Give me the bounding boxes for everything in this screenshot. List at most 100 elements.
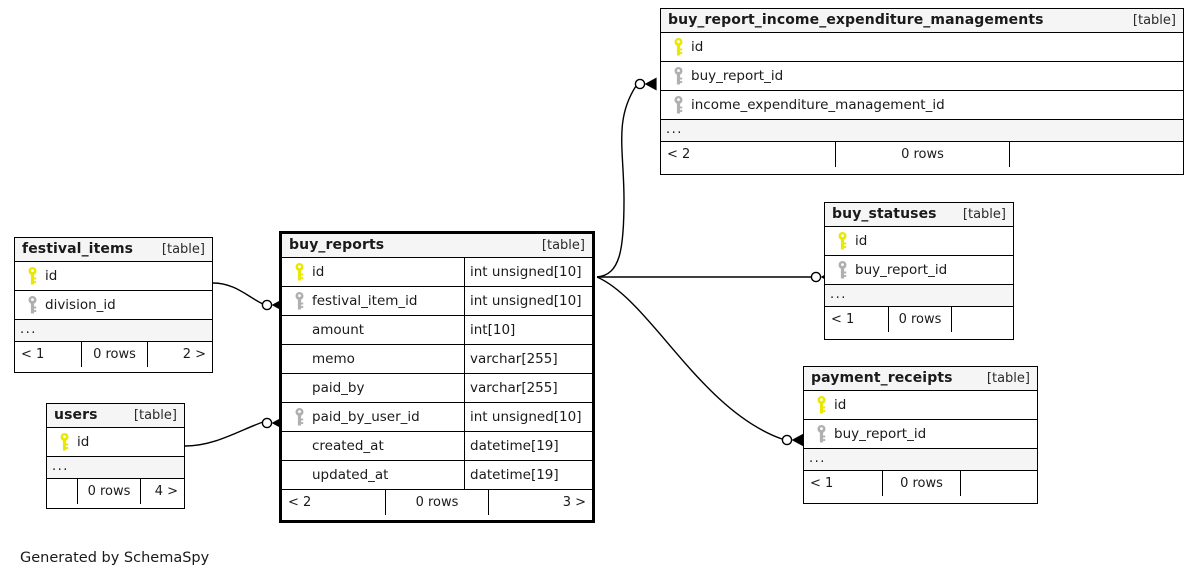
column-row[interactable]: division_id [15,291,212,320]
table-title: payment_receipts [811,370,953,386]
column-name: buy_report_id [691,68,784,84]
more-columns-indicator[interactable]: ... [661,120,1183,142]
primary-key-icon [810,396,832,414]
column-name-cell: id [825,227,1013,255]
foreign-key-icon [810,425,832,443]
footer-row-count: 0 rows [385,490,488,515]
footer-children-count[interactable]: 2 > [147,342,212,367]
column-type-cell: int[10] [464,316,592,344]
column-row[interactable]: id [15,262,212,291]
column-name-cell: paid_by [282,374,464,402]
table-header-users[interactable]: users[table] [47,404,184,428]
primary-key-icon [53,433,75,451]
primary-key-icon [21,267,43,285]
relationship-line [212,282,264,305]
column-name-cell: created_at [282,432,464,460]
column-name-cell: id [661,33,1183,61]
column-row[interactable]: income_expenditure_management_id [661,91,1183,120]
table-header-buy_statuses[interactable]: buy_statuses[table] [825,203,1013,227]
column-name: id [691,39,704,55]
cardinality-zero-circle [634,78,646,90]
column-row[interactable]: id [804,391,1037,420]
more-columns-indicator[interactable]: ... [15,320,212,342]
table-type-tag: [table] [541,237,585,253]
cardinality-zero-circle [781,434,793,446]
relationship-line [596,85,637,278]
footer-parents-count[interactable] [47,479,77,504]
column-name: id [855,233,868,249]
column-row[interactable]: id [825,227,1013,256]
table-node-buy_report_income_expenditure_managements[interactable]: buy_report_income_expenditure_management… [660,8,1184,175]
column-name-cell: id [47,428,184,456]
table-header-payment_receipts[interactable]: payment_receipts [table] [804,367,1037,391]
column-name: id [45,268,58,284]
table-type-tag: [table] [161,241,205,257]
footer-parents-count[interactable]: < 1 [831,312,855,327]
footer-children-count[interactable]: 4 > [140,479,184,504]
more-columns-indicator[interactable]: ... [47,457,184,479]
foreign-key-icon [288,292,310,310]
footer-parents-count[interactable]: < 2 [288,495,312,510]
crows-foot-marker [791,433,804,447]
table-type-tag: [table] [1132,12,1176,28]
footer-row-count: 0 rows [835,142,1009,167]
table-title: buy_statuses [832,206,937,222]
table-footer-buy_report_income_expenditure_managements: < 2 0 rows [661,142,1183,167]
footer-children-count[interactable] [951,307,1013,332]
table-header-buy_report_income_expenditure_managements[interactable]: buy_report_income_expenditure_management… [661,9,1183,33]
primary-key-icon [831,232,853,250]
footer-parents-count[interactable]: < 1 [21,347,45,362]
column-row[interactable]: buy_report_id [825,256,1013,285]
table-footer-buy_statuses: < 1 0 rows [825,307,1013,332]
column-row[interactable]: id [661,33,1183,62]
column-type-cell: datetime[19] [464,432,592,460]
table-title: buy_reports [289,237,385,253]
table-type-tag: [table] [986,370,1030,386]
column-name: memo [312,351,355,367]
table-node-festival_items[interactable]: festival_items[table]id division_id... < 1… [14,237,213,373]
cardinality-zero-circle [261,299,273,311]
column-name: paid_by_user_id [312,409,420,425]
table-title: users [54,407,98,423]
footer-row-count: 0 rows [888,307,951,332]
footer-children-count[interactable] [1009,142,1183,167]
cardinality-zero-circle [261,417,273,429]
column-row[interactable]: id [47,428,184,457]
relationship-rel-festival-items-to-buy-reports [212,282,284,312]
more-columns-indicator[interactable]: ... [825,285,1013,307]
column-name-cell: buy_report_id [804,420,1037,448]
column-name-cell: festival_item_id [282,287,464,315]
footer-parents-count[interactable]: < 1 [810,476,834,491]
column-row[interactable]: buy_report_id [804,420,1037,449]
footer-parents-count[interactable]: < 2 [667,147,691,162]
table-header-buy_reports[interactable]: buy_reports [table] [282,234,592,258]
column-row[interactable]: buy_report_id [661,62,1183,91]
column-name: festival_item_id [312,293,418,309]
footer-children-count[interactable]: 3 > [488,490,592,515]
footer-children-count[interactable] [960,471,1037,496]
column-name-cell: id [804,391,1037,419]
column-name-cell: division_id [15,291,212,319]
column-name-cell: buy_report_id [825,256,1013,284]
table-header-festival_items[interactable]: festival_items[table] [15,238,212,262]
more-columns-indicator[interactable]: ... [804,449,1037,471]
relationship-line [184,421,264,447]
footer-row-count: 0 rows [81,342,147,367]
foreign-key-icon [667,96,689,114]
